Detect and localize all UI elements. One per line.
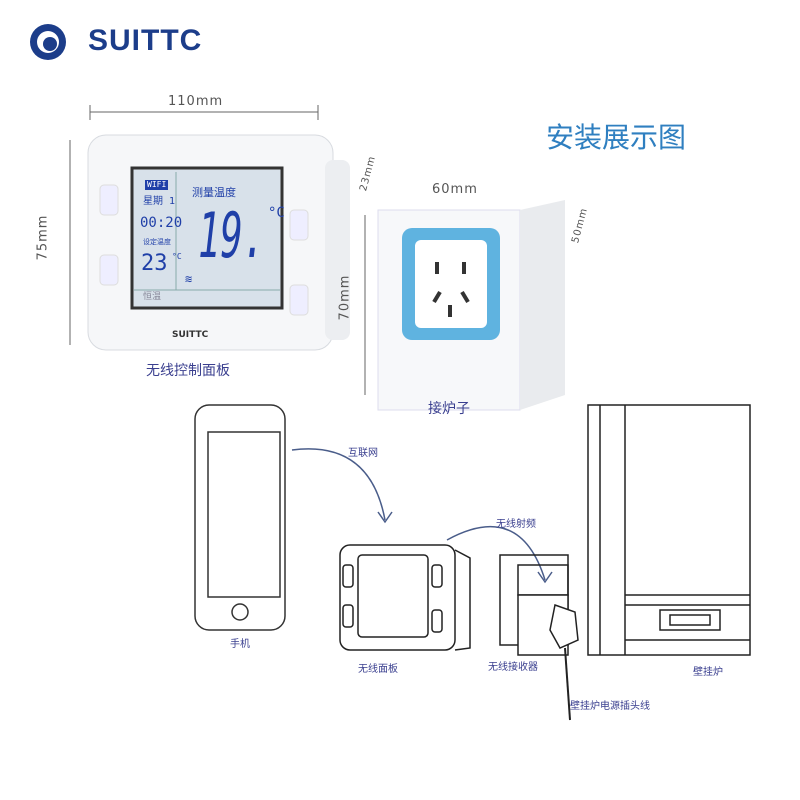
wireless-receiver-label: 无线接收器 xyxy=(488,662,538,673)
set-temp-unit: °C xyxy=(172,252,182,261)
temp-unit: °C xyxy=(268,205,285,221)
brand-logo: SUITTC xyxy=(88,24,203,57)
mode-display: 恒温 xyxy=(143,292,162,302)
wifi-badge: WIFI xyxy=(145,180,169,190)
set-temp-value: 23 xyxy=(141,251,168,276)
panel-label: 无线控制面板 xyxy=(146,363,230,379)
rf-label: 无线射频 xyxy=(496,519,536,530)
wifi-icon: ≋ xyxy=(185,272,193,286)
panel-brand: SUITTC xyxy=(172,330,209,340)
sun-logo-icon xyxy=(30,24,66,60)
boiler-drawing xyxy=(587,404,751,656)
dim-panel-height: 75mm xyxy=(35,214,51,261)
boiler-label: 壁挂炉 xyxy=(693,667,723,678)
dim-receiver-height: 70mm xyxy=(337,274,353,321)
measured-temp-value: 19. xyxy=(198,199,266,272)
internet-label: 互联网 xyxy=(348,448,378,459)
phone-drawing xyxy=(194,404,286,631)
weekday-display: 星期 1 xyxy=(143,196,176,207)
wireless-panel-drawing xyxy=(339,544,471,651)
connection-arrows xyxy=(291,448,553,584)
wireless-panel-label: 无线面板 xyxy=(358,664,398,675)
receiver-drawing xyxy=(499,554,579,721)
measure-temp-label: 测量温度 xyxy=(192,186,236,199)
power-cord-label: 壁挂炉电源插头线 xyxy=(570,701,650,712)
receiver-label: 接炉子 xyxy=(428,401,470,417)
time-display: 00:20 xyxy=(140,215,183,231)
page-title: 安装展示图 xyxy=(546,121,687,154)
phone-label: 手机 xyxy=(230,639,250,650)
dim-panel-width: 110mm xyxy=(168,94,224,109)
dim-receiver-width: 60mm xyxy=(432,182,478,197)
set-temp-label: 设定温度 xyxy=(143,238,171,246)
receiver-unit xyxy=(377,200,565,411)
